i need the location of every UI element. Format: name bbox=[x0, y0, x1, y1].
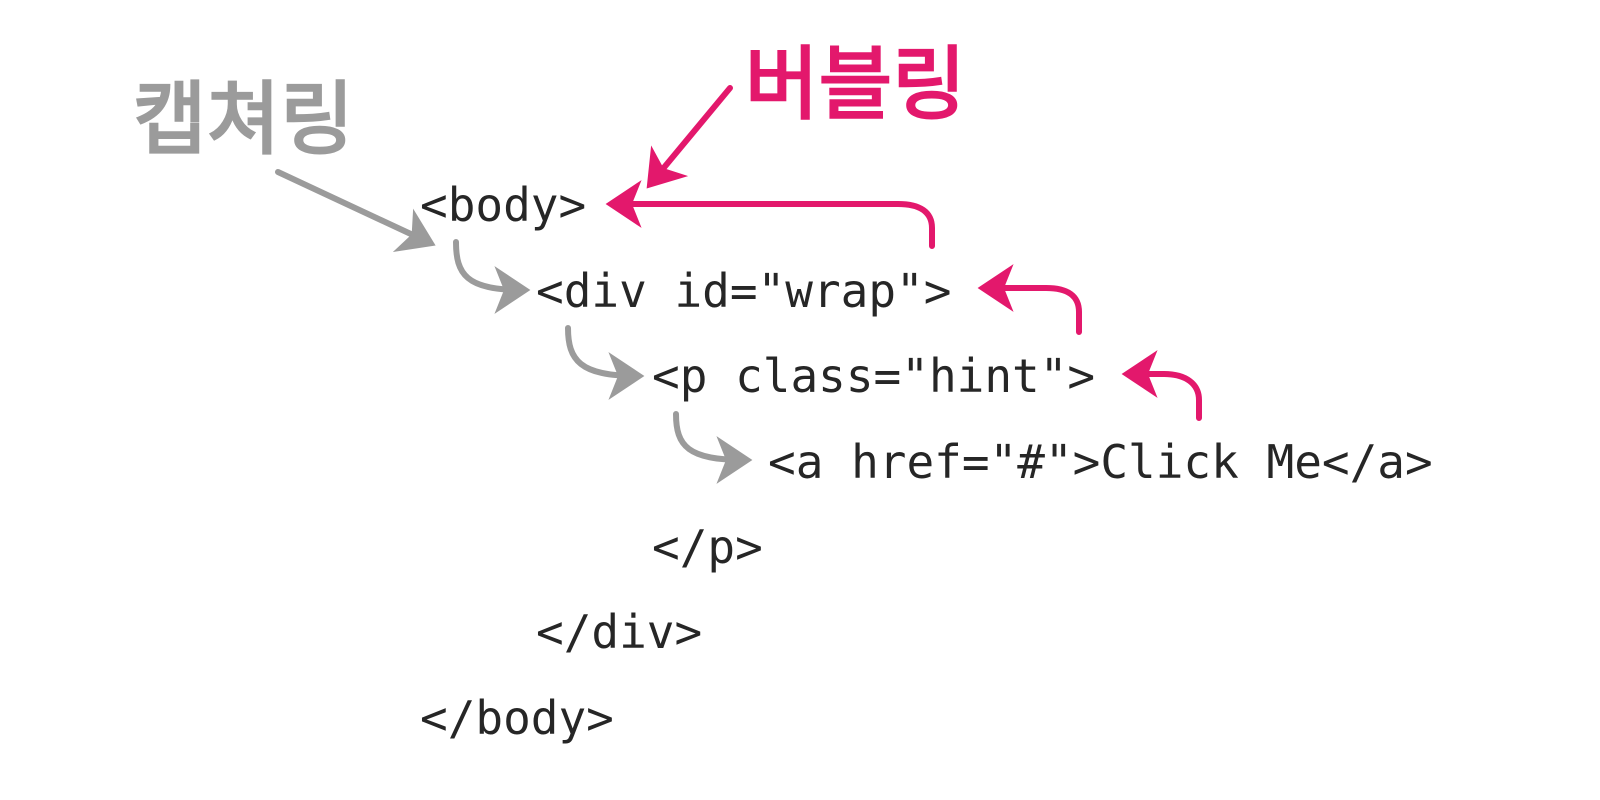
bubbling-arrow-out-of-body bbox=[646, 85, 733, 189]
capturing-arrow-into-body bbox=[275, 169, 436, 253]
bubbling-arrow-div-to-body bbox=[605, 180, 935, 249]
code-line-p-open: <p class="hint"> bbox=[652, 349, 1095, 403]
bubbling-label: 버블링 bbox=[745, 38, 966, 131]
code-line-anchor: <a href="#">Click Me</a> bbox=[768, 435, 1433, 489]
capturing-label: 캡쳐링 bbox=[133, 73, 354, 166]
code-line-body-open: <body> bbox=[420, 178, 586, 232]
code-line-div-close: </div> bbox=[536, 605, 702, 659]
capturing-arrow-p-to-anchor bbox=[673, 411, 753, 484]
code-line-body-close: </body> bbox=[420, 691, 614, 745]
capturing-arrow-body-to-div bbox=[453, 239, 531, 314]
capturing-arrow-div-to-p bbox=[565, 325, 645, 400]
bubbling-arrow-p-to-div bbox=[977, 264, 1082, 335]
bubbling-arrow-anchor-to-p bbox=[1121, 350, 1202, 421]
code-line-div-open: <div id="wrap"> bbox=[536, 264, 951, 318]
code-line-p-close: </p> bbox=[652, 520, 763, 574]
